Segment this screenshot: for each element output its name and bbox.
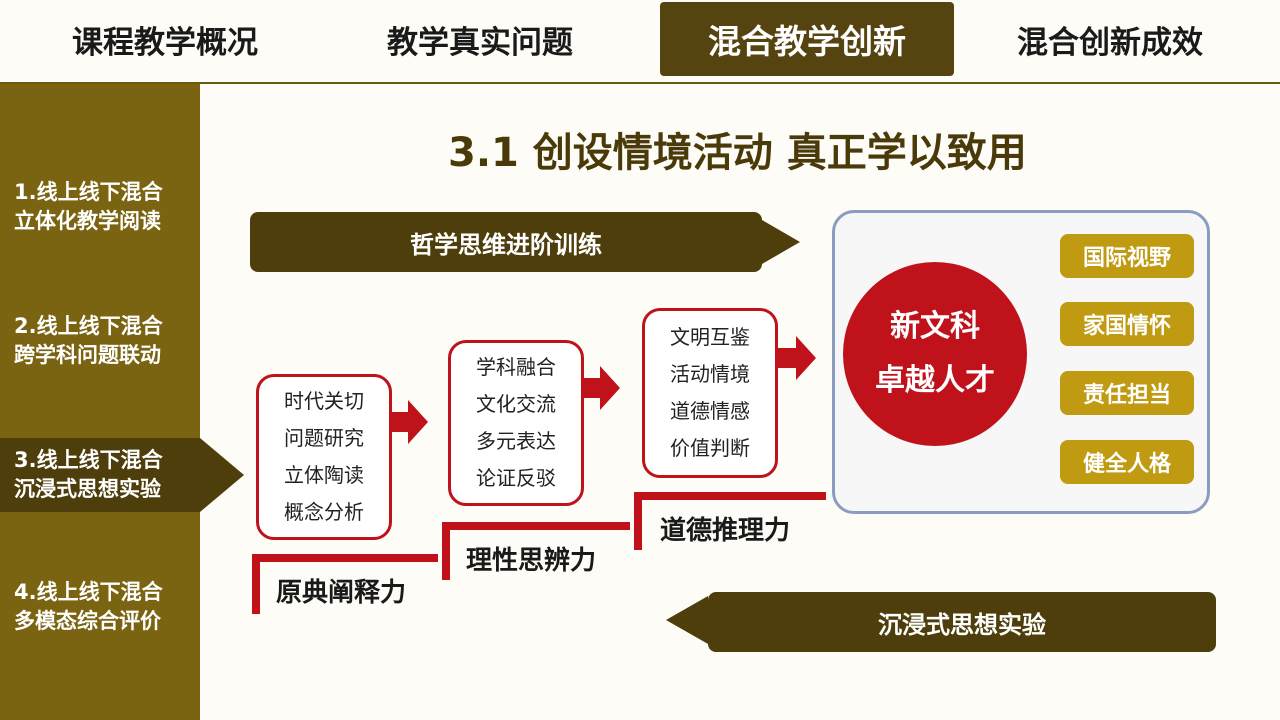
bottom-banner-arrowhead <box>666 596 708 644</box>
red-arrow-1 <box>390 400 428 444</box>
sidebar-item-line: 4.线上线下混合 <box>14 580 163 604</box>
box-line: 论证反驳 <box>476 466 556 490</box>
tab-course-overview[interactable]: 课程教学概况 <box>72 24 258 61</box>
core-goal-line: 新文科 <box>890 309 980 344</box>
sidebar-active-pointer <box>200 438 244 512</box>
tab-teaching-problems[interactable]: 教学真实问题 <box>387 24 573 61</box>
outcome-pill-2: 家国情怀 <box>1060 302 1194 346</box>
box-line: 文明互鉴 <box>670 325 750 349</box>
outcome-pill-1: 国际视野 <box>1060 234 1194 278</box>
top-banner-arrowhead <box>762 220 800 264</box>
stair-step-1 <box>252 554 438 614</box>
sidebar-item-2[interactable]: 2.线上线下混合 跨学科问题联动 <box>14 312 194 370</box>
step-label-3: 道德推理力 <box>660 516 791 546</box>
sidebar-item-line: 跨学科问题联动 <box>14 343 161 367</box>
page-title: 3.1 创设情境活动 真正学以致用 <box>448 130 1027 176</box>
sidebar-item-line: 立体化教学阅读 <box>14 209 161 233</box>
sidebar-item-1[interactable]: 1.线上线下混合 立体化教学阅读 <box>14 178 194 236</box>
sidebar <box>0 84 200 720</box>
tab-innovation-results[interactable]: 混合创新成效 <box>1017 24 1203 61</box>
bottom-banner: 沉浸式思想实验 <box>708 592 1216 652</box>
box-line: 学科融合 <box>476 355 556 379</box>
box-line: 价值判断 <box>670 436 750 460</box>
activity-box-1: 时代关切 问题研究 立体陶读 概念分析 <box>256 374 392 540</box>
top-banner: 哲学思维进阶训练 <box>250 212 762 272</box>
sidebar-item-3[interactable]: 3.线上线下混合 沉浸式思想实验 <box>14 446 194 504</box>
top-nav <box>0 0 1280 84</box>
box-line: 立体陶读 <box>284 463 364 487</box>
tab-blended-innovation[interactable]: 混合教学创新 <box>660 2 954 76</box>
sidebar-item-line: 3.线上线下混合 <box>14 448 163 472</box>
sidebar-active-highlight <box>0 438 200 512</box>
red-arrow-2 <box>582 366 620 410</box>
box-line: 概念分析 <box>284 500 364 524</box>
step-label-1: 原典阐释力 <box>276 578 407 608</box>
sidebar-item-line: 沉浸式思想实验 <box>14 477 161 501</box>
stair-step-2 <box>442 522 630 580</box>
box-line: 道德情感 <box>670 399 750 423</box>
box-line: 多元表达 <box>476 429 556 453</box>
box-line: 时代关切 <box>284 389 364 413</box>
activity-box-3: 文明互鉴 活动情境 道德情感 价值判断 <box>642 308 778 478</box>
box-line: 问题研究 <box>284 426 364 450</box>
core-goal-circle: 新文科 卓越人才 <box>843 262 1027 446</box>
stair-step-3 <box>634 492 826 550</box>
red-arrow-3 <box>778 336 816 380</box>
box-line: 文化交流 <box>476 392 556 416</box>
activity-box-2: 学科融合 文化交流 多元表达 论证反驳 <box>448 340 584 506</box>
box-line: 活动情境 <box>670 362 750 386</box>
outcome-pill-3: 责任担当 <box>1060 371 1194 415</box>
core-goal-line: 卓越人才 <box>875 363 995 398</box>
sidebar-item-line: 2.线上线下混合 <box>14 314 163 338</box>
sidebar-item-4[interactable]: 4.线上线下混合 多模态综合评价 <box>14 578 194 636</box>
outcome-pill-4: 健全人格 <box>1060 440 1194 484</box>
step-label-2: 理性思辨力 <box>466 546 597 576</box>
sidebar-item-line: 多模态综合评价 <box>14 609 161 633</box>
sidebar-item-line: 1.线上线下混合 <box>14 180 163 204</box>
